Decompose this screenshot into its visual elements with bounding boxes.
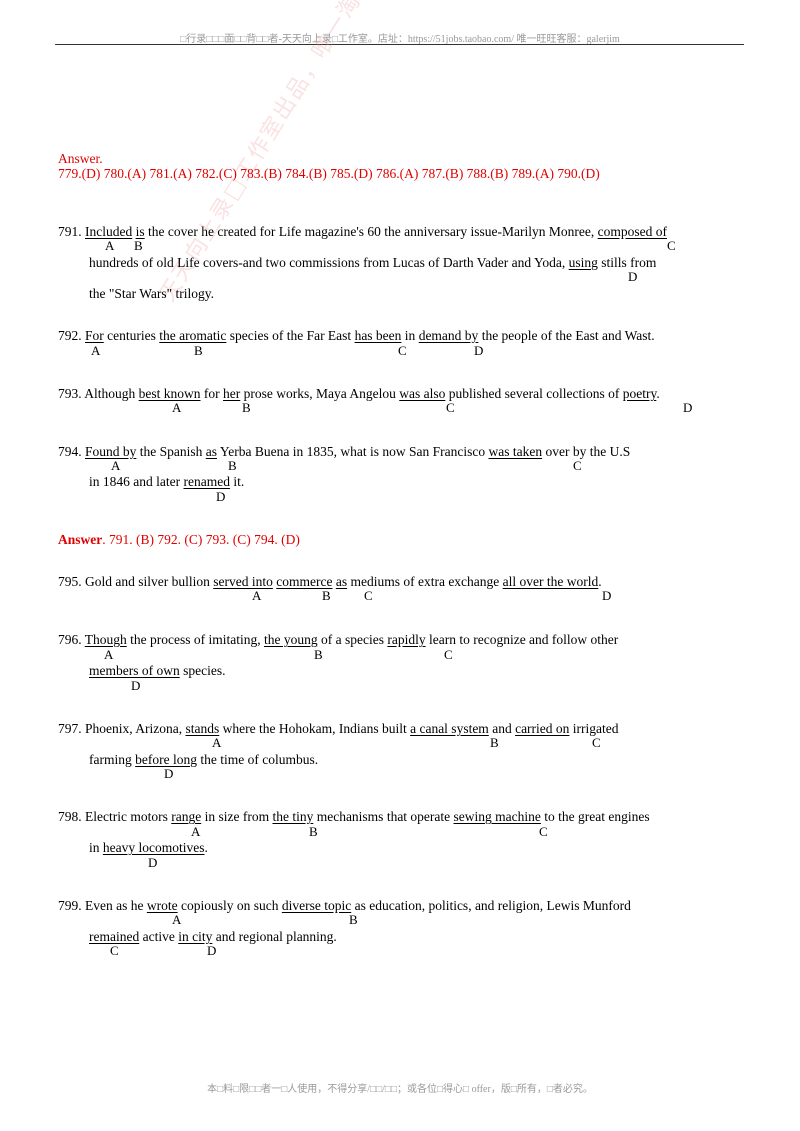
label-a: A — [172, 400, 182, 415]
option-c-text: composed of — [597, 224, 667, 239]
question-number: 792. — [58, 328, 82, 343]
page-header: □行录□□□面□□背□□者-天天向上录□工作室。店址：https://51job… — [180, 34, 620, 45]
label-b: B — [309, 824, 318, 839]
question-number: 793. — [58, 386, 82, 401]
label-b: B — [134, 238, 143, 253]
label-a: A — [104, 647, 114, 662]
question-798-line2: in heavy locomotives. — [89, 840, 208, 855]
label-d: D — [602, 588, 612, 603]
question-792-line1: 792. For centuries the aromatic species … — [58, 328, 655, 343]
question-791-line3: the "Star Wars" trilogy. — [89, 286, 215, 301]
label-b: B — [322, 588, 331, 603]
label-c: C — [398, 343, 407, 358]
label-d: D — [474, 343, 484, 358]
question-797-line1: 797. Phoenix, Arizona, stands where the … — [58, 721, 619, 736]
label-c: C — [592, 735, 601, 750]
label-d: D — [216, 489, 226, 504]
question-number: 797. — [58, 721, 82, 736]
answer-label: Answer — [58, 532, 103, 547]
label-c: C — [667, 238, 676, 253]
label-a: A — [111, 458, 121, 473]
question-795-line1: 795. Gold and silver bullion served into… — [58, 574, 602, 589]
label-a: A — [212, 735, 222, 750]
page-footer: 本□料□限□□者一□人使用，不得分享/□□/□□；或各位□得心□ offer，版… — [207, 1084, 593, 1095]
question-number: 794. — [58, 444, 82, 459]
label-c: C — [110, 943, 119, 958]
label-a: A — [252, 588, 262, 603]
question-799-line1: 799. Even as he wrote copiously on such … — [58, 898, 631, 913]
question-number: 798. — [58, 809, 82, 824]
label-b: B — [228, 458, 237, 473]
label-a: A — [172, 912, 182, 927]
label-d: D — [683, 400, 693, 415]
label-d: D — [628, 269, 638, 284]
question-797-line2: farming before long the time of columbus… — [89, 752, 319, 767]
label-b: B — [242, 400, 251, 415]
label-c: C — [364, 588, 373, 603]
label-a: A — [105, 238, 115, 253]
label-b: B — [349, 912, 358, 927]
label-d: D — [148, 855, 158, 870]
label-b: B — [314, 647, 323, 662]
header-rule — [55, 44, 744, 45]
question-number: 796. — [58, 632, 82, 647]
question-798-line1: 798. Electric motors range in size from … — [58, 809, 650, 824]
label-b: B — [194, 343, 203, 358]
question-number: 791. — [58, 224, 82, 239]
label-a: A — [191, 824, 201, 839]
option-b-text: is — [135, 224, 145, 239]
question-number: 795. — [58, 574, 82, 589]
answer-line: 779.(D) 780.(A) 781.(A) 782.(C) 783.(B) … — [58, 166, 600, 181]
label-d: D — [164, 766, 174, 781]
question-number: 799. — [58, 898, 82, 913]
label-b: B — [490, 735, 499, 750]
label-a: A — [91, 343, 101, 358]
answer-title: Answer. — [58, 151, 103, 166]
question-799-line2: remained active in city and regional pla… — [89, 929, 337, 944]
label-c: C — [573, 458, 582, 473]
label-d: D — [131, 678, 141, 693]
question-791-line2: hundreds of old Life covers-and two comm… — [89, 255, 657, 270]
answer-line: Answer. 791. (B) 792. (C) 793. (C) 794. … — [58, 532, 300, 547]
question-791-line1: 791. Included is the cover he created fo… — [58, 224, 667, 239]
label-d: D — [207, 943, 217, 958]
question-794-line1: 794. Found by the Spanish as Yerba Buena… — [58, 444, 631, 459]
option-a-text: Included — [85, 224, 133, 239]
label-c: C — [444, 647, 453, 662]
label-c: C — [539, 824, 548, 839]
question-794-line2: in 1846 and later renamed it. — [89, 474, 245, 489]
option-d-text: using — [568, 255, 598, 270]
question-793-line1: 793. Although best known for her prose w… — [58, 386, 660, 401]
question-796-line2: members of own species. — [89, 663, 226, 678]
question-796-line1: 796. Though the process of imitating, th… — [58, 632, 619, 647]
label-c: C — [446, 400, 455, 415]
